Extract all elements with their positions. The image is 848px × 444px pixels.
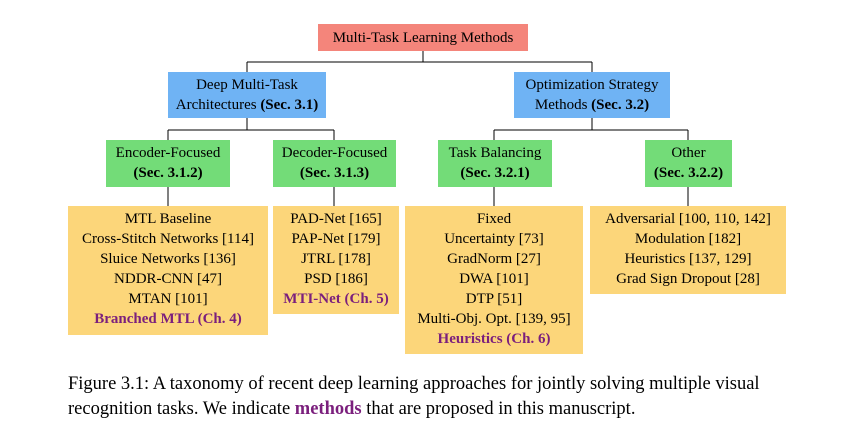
category-architectures-line2: Architectures (Sec. 3.1): [175, 97, 319, 113]
highlighted-method: MTI-Net (Ch. 5): [283, 291, 389, 307]
list-item: JTRL [178]: [301, 251, 371, 267]
category-architectures-section: (Sec. 3.1): [260, 97, 319, 113]
subcategory-decoder-label: Decoder-Focused: [281, 145, 388, 161]
figure-caption: Figure 3.1: A taxonomy of recent deep le…: [68, 372, 808, 422]
list-item: DWA [101]: [459, 271, 529, 287]
subcategory-decoder: Decoder-Focused (Sec. 3.1.3): [273, 140, 396, 187]
category-optimization-line1: Optimization Strategy: [525, 77, 659, 93]
list-item: Grad Sign Dropout [28]: [616, 271, 760, 287]
list-item: MTL Baseline: [124, 211, 212, 227]
caption-suffix: that are proposed in this manuscript.: [361, 399, 636, 419]
subcategory-other-label: Other: [671, 145, 706, 161]
list-item: Modulation [182]: [634, 231, 742, 247]
leaf-balancing-methods: Fixed Uncertainty [73] GradNorm [27] DWA…: [405, 206, 583, 354]
list-item: Fixed: [476, 211, 512, 227]
leaf-encoder-methods: MTL Baseline Cross-Stitch Networks [114]…: [68, 206, 268, 335]
list-item: DTP [51]: [465, 291, 523, 307]
list-item: GradNorm [27]: [447, 251, 541, 267]
list-item: Adversarial [100, 110, 142]: [605, 211, 771, 227]
list-item: NDDR-CNN [47]: [114, 271, 222, 287]
category-architectures-line1: Deep Multi-Task: [196, 77, 298, 93]
list-item: Multi-Obj. Opt. [139, 95]: [417, 311, 571, 327]
category-architectures: Deep Multi-Task Architectures (Sec. 3.1): [168, 72, 326, 118]
subcategory-balancing-label: Task Balancing: [448, 145, 542, 161]
subcategory-other: Other (Sec. 3.2.2): [645, 140, 732, 187]
caption-prefix: Figure 3.1: A taxonomy of recent deep le…: [68, 374, 760, 419]
subcategory-encoder-label: Encoder-Focused: [115, 145, 221, 161]
list-item: Uncertainty [73]: [444, 231, 544, 247]
category-optimization-line2: Methods (Sec. 3.2): [534, 97, 650, 113]
list-item: Sluice Networks [136]: [100, 251, 236, 267]
root-label: Multi-Task Learning Methods: [332, 30, 514, 46]
category-optimization-section: (Sec. 3.2): [591, 97, 650, 113]
list-item: PAP-Net [179]: [291, 231, 381, 247]
list-item: Heuristics [137, 129]: [624, 251, 752, 267]
highlighted-method: Heuristics (Ch. 6): [437, 331, 551, 347]
subcategory-balancing: Task Balancing (Sec. 3.2.1): [438, 140, 552, 187]
list-item: PSD [186]: [304, 271, 368, 287]
root-node: Multi-Task Learning Methods: [318, 24, 528, 51]
subcategory-encoder-section: (Sec. 3.1.2): [133, 165, 203, 181]
subcategory-other-section: (Sec. 3.2.2): [653, 165, 724, 181]
list-item: MTAN [101]: [128, 291, 208, 307]
subcategory-encoder: Encoder-Focused (Sec. 3.1.2): [106, 140, 230, 187]
subcategory-balancing-section: (Sec. 3.2.1): [460, 165, 530, 181]
highlighted-method: Branched MTL (Ch. 4): [94, 311, 242, 327]
leaf-other-methods: Adversarial [100, 110, 142] Modulation […: [590, 206, 786, 294]
subcategory-decoder-section: (Sec. 3.1.3): [299, 165, 370, 181]
list-item: PAD-Net [165]: [290, 211, 382, 227]
list-item: Cross-Stitch Networks [114]: [82, 231, 254, 247]
caption-highlight: methods: [294, 399, 362, 419]
category-optimization: Optimization Strategy Methods (Sec. 3.2): [514, 72, 670, 118]
leaf-decoder-methods: PAD-Net [165] PAP-Net [179] JTRL [178] P…: [273, 206, 399, 314]
